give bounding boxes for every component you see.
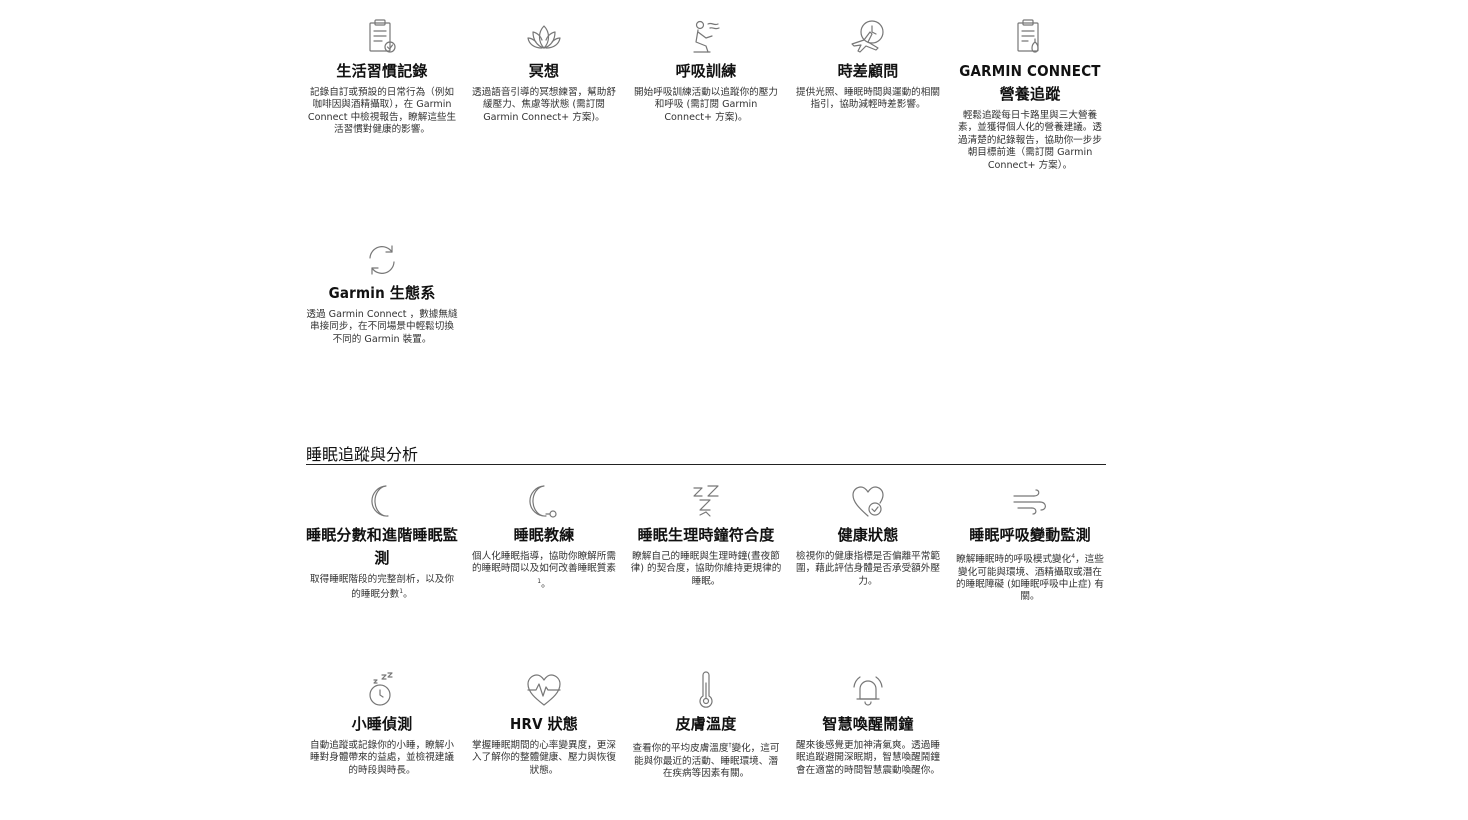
feature-description: 掌握睡眠期間的心率變異度，更深入了解你的整體健康、壓力與恢復狀態。 bbox=[472, 740, 616, 776]
feature-title: GARMIN CONNECT 營養追蹤 bbox=[959, 62, 1101, 103]
feature-sleep-alignment: 睡眠生理時鐘符合度 瞭解自己的睡眠與生理時鐘(晝夜節律) 的契合度，協助你維持更… bbox=[630, 482, 782, 588]
section-divider bbox=[306, 464, 1106, 465]
feature-description: 瞭解睡眠時的呼吸模式變化4，這些變化可能與環境、酒精攝取或潛在的睡眠障礙 (如睡… bbox=[956, 553, 1104, 603]
feature-title: 智慧喚醒鬧鐘 bbox=[822, 715, 914, 733]
feature-description: 透過語音引導的冥想練習，幫助舒緩壓力、焦慮等狀態 (需訂閱 Garmin Con… bbox=[472, 87, 616, 123]
heart-check-icon bbox=[852, 486, 884, 517]
thermometer-icon bbox=[699, 671, 713, 708]
zzz-icon bbox=[693, 485, 719, 517]
feature-sleep-score: 睡眠分數和進階睡眠監測 取得睡眠階段的完整剖析，以及你的睡眠分數1。 bbox=[306, 482, 458, 602]
feature-title: 小睡偵測 bbox=[351, 715, 413, 733]
feature-garmin-ecosystem: Garmin 生態系 透過 Garmin Connect ，數據無縫串接同步，在… bbox=[306, 242, 458, 346]
feature-description: 檢視你的健康指標是否偏離平常範圍，藉此評估身體是否承受額外壓力。 bbox=[796, 551, 940, 587]
breathing-person-icon bbox=[693, 20, 720, 53]
footnote-marker: † bbox=[728, 742, 732, 749]
feature-breathwork: 呼吸訓練 開始呼吸訓練活動以追蹤你的壓力和呼吸 (需訂閱 Garmin Conn… bbox=[630, 18, 782, 124]
feature-jet-lag-adviser: 時差顧問 提供光照、睡眠時間與運動的相關指引，協助減輕時差影響。 bbox=[792, 18, 944, 112]
feature-hrv-status: HRV 狀態 掌握睡眠期間的心率變異度，更深入了解你的整體健康、壓力與恢復狀態。 bbox=[468, 671, 620, 777]
feature-title: 睡眠分數和進階睡眠監測 bbox=[306, 526, 459, 567]
feature-skin-temperature: 皮膚溫度 查看你的平均皮膚溫度†變化，這可能與你最近的活動、睡眠環境、潛在疾病等… bbox=[630, 671, 782, 780]
footnote-marker: 1 bbox=[399, 588, 404, 596]
feature-title: 冥想 bbox=[528, 62, 560, 80]
feature-title: 時差顧問 bbox=[837, 62, 899, 80]
feature-description: 自動追蹤或記錄你的小睡，瞭解小睡對身體帶來的益處，並檢視建議的時段與時長。 bbox=[310, 740, 454, 776]
sync-arrows-icon bbox=[369, 245, 395, 275]
feature-description: 記錄自訂或預設的日常行為（例如咖啡因與酒精攝取），在 Garmin Connec… bbox=[307, 87, 457, 136]
nutrition-clipboard-icon bbox=[1017, 19, 1039, 53]
feature-description: 個人化睡眠指導，協助你瞭解所需的睡眠時間以及如何改善睡眠質素1。 bbox=[472, 551, 616, 590]
nap-clock-icon bbox=[369, 672, 393, 706]
wind-breathing-icon bbox=[1013, 489, 1046, 515]
section-title: 睡眠追蹤與分析 bbox=[306, 445, 419, 464]
feature-nap-detection: 小睡偵測 自動追蹤或記錄你的小睡，瞭解小睡對身體帶來的益處，並檢視建議的時段與時… bbox=[306, 671, 458, 777]
feature-breathing-variations: 睡眠呼吸變動監測 瞭解睡眠時的呼吸模式變化4，這些變化可能與環境、酒精攝取或潛在… bbox=[954, 482, 1106, 604]
footnote-marker: 4 bbox=[1071, 553, 1076, 560]
jetlag-plane-icon bbox=[851, 20, 884, 53]
feature-title: 生活習慣記錄 bbox=[336, 62, 428, 80]
feature-title: Garmin 生態系 bbox=[328, 284, 436, 302]
feature-description: 開始呼吸訓練活動以追蹤你的壓力和呼吸 (需訂閱 Garmin Connect+ … bbox=[634, 87, 778, 123]
feature-title: 睡眠呼吸變動監測 bbox=[969, 526, 1091, 544]
feature-meditation: 冥想 透過語音引導的冥想練習，幫助舒緩壓力、焦慮等狀態 (需訂閱 Garmin … bbox=[468, 18, 620, 124]
feature-title: 睡眠教練 bbox=[513, 526, 575, 544]
feature-nutrition-tracking: GARMIN CONNECT 營養追蹤 輕鬆追蹤每日卡路里與三大營養素，並獲得個… bbox=[954, 18, 1106, 172]
feature-description: 查看你的平均皮膚溫度†變化，這可能與你最近的活動、睡眠環境、潛在疾病等因素有關。 bbox=[632, 742, 780, 779]
hrv-heart-icon bbox=[527, 674, 561, 706]
feature-description: 瞭解自己的睡眠與生理時鐘(晝夜節律) 的契合度，協助你維持更規律的睡眠。 bbox=[630, 551, 782, 587]
feature-title: 皮膚溫度 bbox=[675, 715, 737, 733]
moon-icon bbox=[371, 485, 389, 517]
feature-health-status: 健康狀態 檢視你的健康指標是否偏離平常範圍，藉此評估身體是否承受額外壓力。 bbox=[792, 482, 944, 588]
alarm-bell-icon bbox=[853, 676, 883, 706]
feature-sleep-coach: 睡眠教練 個人化睡眠指導，協助你瞭解所需的睡眠時間以及如何改善睡眠質素1。 bbox=[468, 482, 620, 591]
footnote-marker: 1 bbox=[537, 577, 542, 585]
feature-description: 透過 Garmin Connect ，數據無縫串接同步，在不同場景中輕鬆切換不同… bbox=[306, 309, 458, 345]
feature-description: 取得睡眠階段的完整剖析，以及你的睡眠分數1。 bbox=[310, 574, 454, 601]
feature-description: 提供光照、睡眠時間與運動的相關指引，協助減輕時差影響。 bbox=[796, 87, 940, 111]
feature-title: 睡眠生理時鐘符合度 bbox=[637, 526, 775, 544]
feature-lifestyle-logging: 生活習慣記錄 記錄自訂或預設的日常行為（例如咖啡因與酒精攝取），在 Garmin… bbox=[306, 18, 458, 137]
feature-title: HRV 狀態 bbox=[509, 715, 579, 733]
lotus-icon bbox=[527, 25, 561, 49]
feature-title: 呼吸訓練 bbox=[675, 62, 737, 80]
clipboard-check-icon bbox=[369, 19, 396, 53]
feature-smart-wake-alarm: 智慧喚醒鬧鐘 醒來後感覺更加神清氣爽。透過睡眠追蹤避開深眠期，智慧喚醒鬧鐘會在適… bbox=[792, 671, 944, 777]
moon-whistle-icon bbox=[529, 485, 557, 518]
feature-title: 健康狀態 bbox=[837, 526, 899, 544]
feature-description: 醒來後感覺更加神清氣爽。透過睡眠追蹤避開深眠期，智慧喚醒鬧鐘會在適當的時間智慧震… bbox=[796, 740, 940, 776]
feature-description: 輕鬆追蹤每日卡路里與三大營養素，並獲得個人化的營養建議。透過清楚的紀錄報告，協助… bbox=[958, 110, 1102, 171]
